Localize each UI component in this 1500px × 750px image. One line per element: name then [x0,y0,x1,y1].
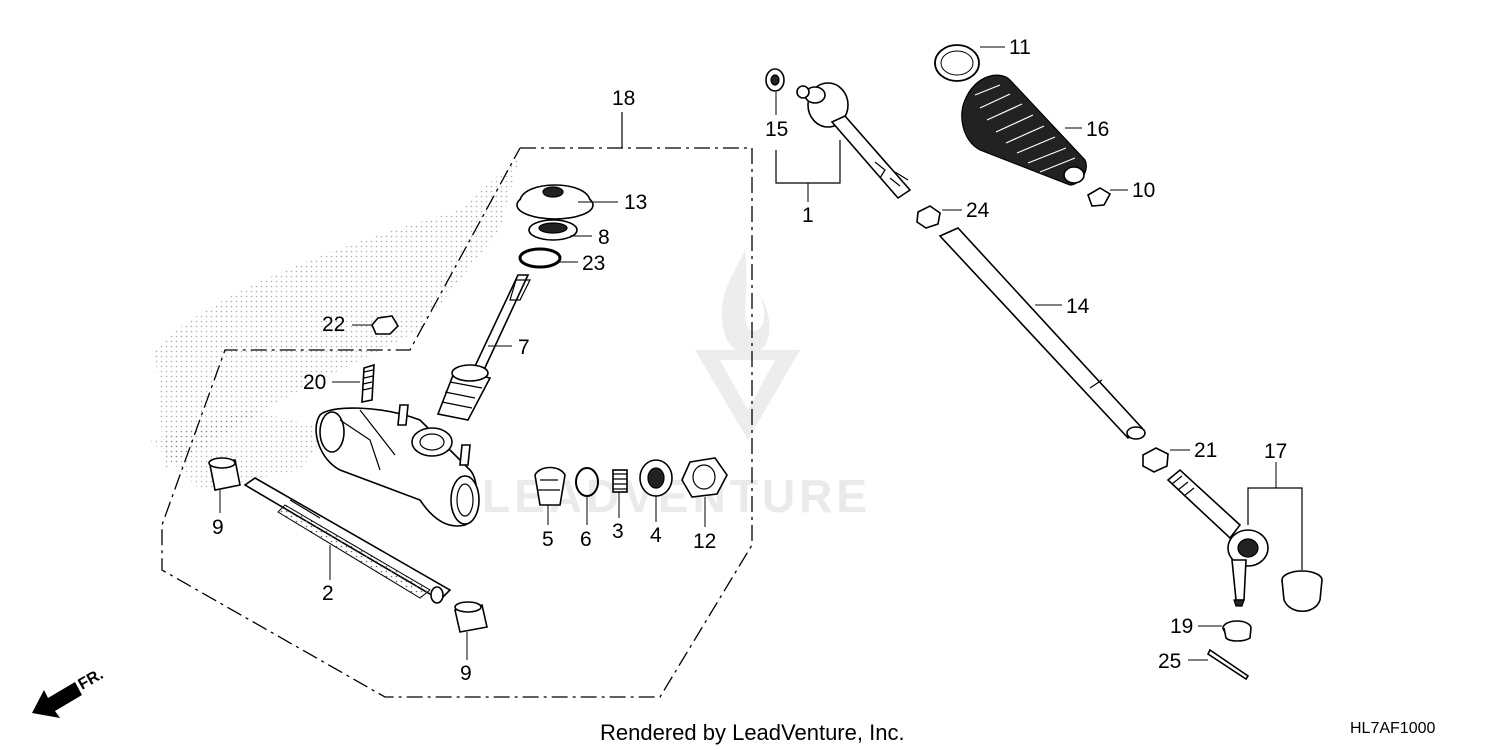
part-16-rack-boot [961,74,1087,186]
part-21-nut [1142,447,1169,473]
part-9-bushing-right [454,601,488,633]
callout-19: 19 [1170,615,1193,638]
part-13-dust-cap [516,184,594,220]
callout-9-left: 9 [212,516,224,539]
callout-24: 24 [966,199,990,222]
callout-6: 6 [580,528,592,551]
shadow-stipple [150,410,330,490]
callout-9-right: 9 [460,662,472,685]
callout-1: 1 [802,204,814,227]
part-7-pinion-shaft [436,274,531,421]
part-17-dust-seal [1281,570,1323,613]
part-1-tie-rod [796,82,912,200]
part-14-tie-rod-shaft [938,227,1146,440]
callout-14: 14 [1066,295,1090,318]
part-23-snap-ring [518,247,562,269]
assembly-outline-18 [161,147,753,698]
shadow-stipple [155,155,520,470]
callout-8: 8 [598,226,610,249]
callout-3: 3 [612,520,624,543]
part-5-rack-guide [534,466,566,506]
callout-2: 2 [322,582,334,605]
part-10-boot-clip [1087,187,1112,207]
part-9-bushing-left [208,457,241,491]
part-8-washer [528,219,578,241]
part-12-lock-nut [681,457,728,498]
callout-15: 15 [765,118,788,141]
front-direction-arrow: FR. [32,666,106,718]
callout-18: 18 [612,87,635,110]
callout-13: 13 [624,191,647,214]
part-11-boot-clamp [934,44,980,82]
part-4-adjusting-screw [639,459,673,497]
callout-16: 16 [1086,118,1109,141]
part-2-rack [243,477,452,604]
part-rack-housing [315,404,480,527]
callout-12: 12 [693,530,716,553]
callout-4: 4 [650,524,662,547]
callout-5: 5 [542,528,554,551]
callout-25: 25 [1158,650,1181,673]
part-19-castle-nut [1222,620,1252,642]
footer-credit: Rendered by LeadVenture, Inc. [600,720,905,745]
callout-20: 20 [303,371,326,394]
part-25-cotter-pin [1206,648,1250,681]
callout-11: 11 [1009,36,1031,59]
callout-23: 23 [582,252,605,275]
callout-21: 21 [1194,439,1217,462]
callout-10: 10 [1132,179,1155,202]
part-24-nut [916,205,941,229]
part-15-lock-washer [765,68,785,92]
front-direction-label: FR. [76,666,107,694]
part-3-spring [612,469,628,493]
callout-17: 17 [1264,440,1287,463]
callout-7: 7 [518,336,530,359]
callout-22: 22 [322,313,345,336]
diagram-code: HL7AF1000 [1350,720,1435,737]
part-17-tie-rod-end [1166,468,1269,607]
